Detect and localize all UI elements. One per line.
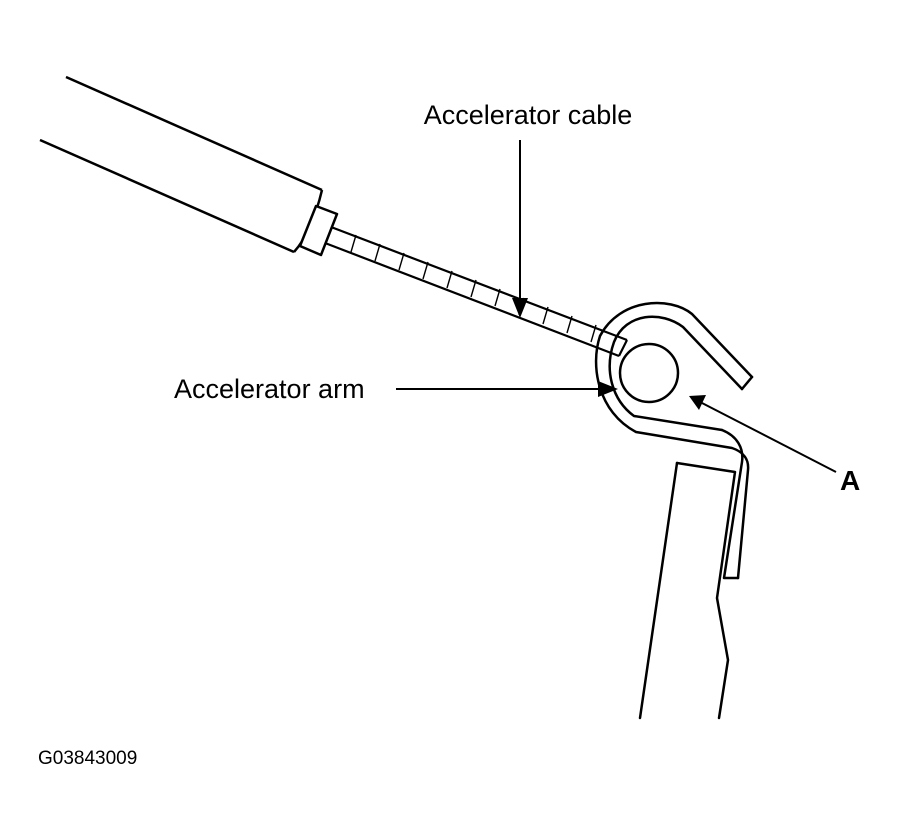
point-a-leader-arrow bbox=[689, 395, 837, 473]
cable-housing bbox=[39, 75, 324, 254]
arm-label: Accelerator arm bbox=[174, 374, 365, 404]
cable-end-barrel bbox=[618, 342, 680, 404]
cable-strands bbox=[350, 234, 597, 343]
point-a-label: A bbox=[840, 465, 860, 496]
cable-label: Accelerator cable bbox=[424, 100, 633, 130]
accelerator-arm-shape bbox=[594, 301, 754, 720]
figure-code: G03843009 bbox=[38, 748, 137, 769]
inner-cable bbox=[324, 225, 628, 358]
housing-ferrule bbox=[298, 204, 339, 257]
arm-leader-arrow bbox=[396, 381, 618, 397]
cable-leader-arrow bbox=[512, 140, 528, 318]
